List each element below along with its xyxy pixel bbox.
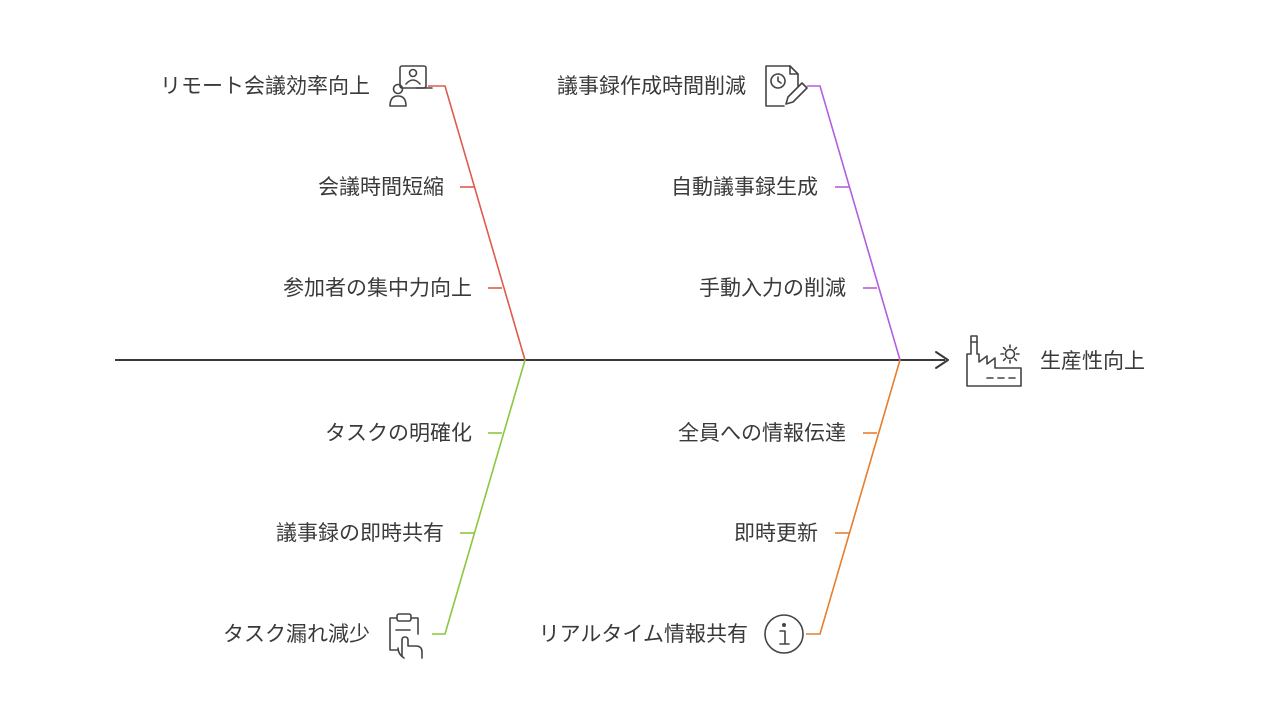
clipboard-hand-icon [389,613,423,659]
cause-label: 即時更新 [734,521,818,545]
branch-label: 議事録作成時間削減 [557,74,746,98]
cause-label: 会議時間短縮 [318,175,444,199]
cause-label: 参加者の集中力向上 [283,276,472,300]
branch-task-leak: タスクの明確化 議事録の即時共有 タスク漏れ減少 [223,359,526,659]
branch-bone [428,85,526,361]
cause-label: 手動入力の削減 [699,276,846,300]
branch-remote-meeting: リモート会議効率向上 会議時間短縮 参加者の集中力向上 [160,65,526,361]
spine-arrowhead [935,351,949,369]
factory-gear-icon [966,335,1022,387]
branch-realtime-info: 全員への情報伝達 即時更新 リアルタイム情報共有 [539,359,901,654]
clock-document-icon [765,65,808,107]
branch-bone [807,85,901,361]
branch-label: タスク漏れ減少 [223,622,370,646]
branch-label: リアルタイム情報共有 [539,622,748,646]
cause-label: 全員への情報伝達 [678,421,846,445]
effect-label: 生産性向上 [1040,349,1145,373]
branch-label: リモート会議効率向上 [160,74,370,98]
cause-label: 議事録の即時共有 [276,521,444,545]
branch-minutes-time: 議事録作成時間削減 自動議事録生成 手動入力の削減 [557,65,901,361]
branch-bone [432,359,526,635]
video-meeting-icon [389,65,433,107]
cause-label: タスクの明確化 [325,421,472,445]
cause-label: 自動議事録生成 [671,175,818,199]
info-icon [764,614,804,654]
branch-bone [806,359,901,635]
